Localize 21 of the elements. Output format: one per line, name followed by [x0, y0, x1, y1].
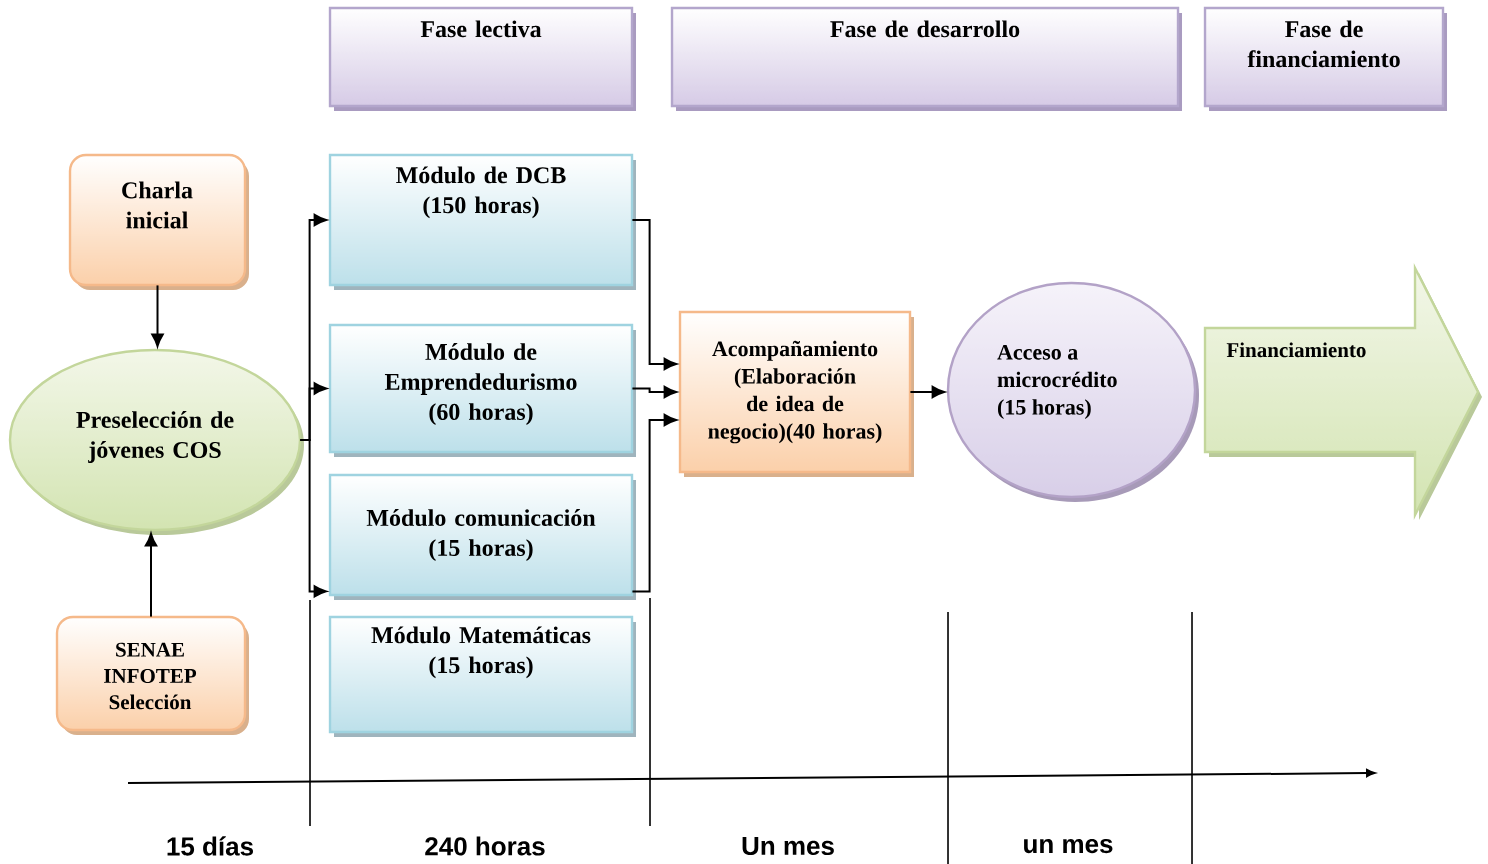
module-box: Módulo de DCB (150 horas)	[328, 153, 636, 290]
phase-header: Fase lectiva	[328, 6, 636, 111]
duration-label: 15 días	[167, 836, 253, 856]
arrow	[631, 413, 678, 593]
process-box: SENAE INFOTEP Selección	[55, 615, 249, 735]
process-box: Charla inicial	[68, 153, 249, 290]
arrow	[151, 284, 164, 348]
module-box: Módulo comunicación (15 horas)	[328, 473, 636, 600]
phase-header: Fase de financiamiento	[1203, 6, 1447, 111]
arrow	[909, 385, 946, 399]
process-box: Acompañamiento (Elaboración de idea de negocio)(40 horas)	[678, 310, 914, 477]
duration-label: un mes	[1024, 838, 1113, 854]
arrow	[631, 385, 678, 399]
arrow	[144, 533, 158, 618]
module-box: Módulo Matemáticas (15 horas)	[328, 615, 636, 737]
module-box: Módulo de Emprendedurismo (60 horas)	[328, 323, 636, 457]
phase-header: Fase de desarrollo	[670, 6, 1182, 111]
arrow	[299, 439, 328, 598]
arrow	[631, 219, 678, 371]
duration-label: 240 horas	[425, 836, 545, 856]
duration-label: Un mes	[742, 836, 834, 856]
